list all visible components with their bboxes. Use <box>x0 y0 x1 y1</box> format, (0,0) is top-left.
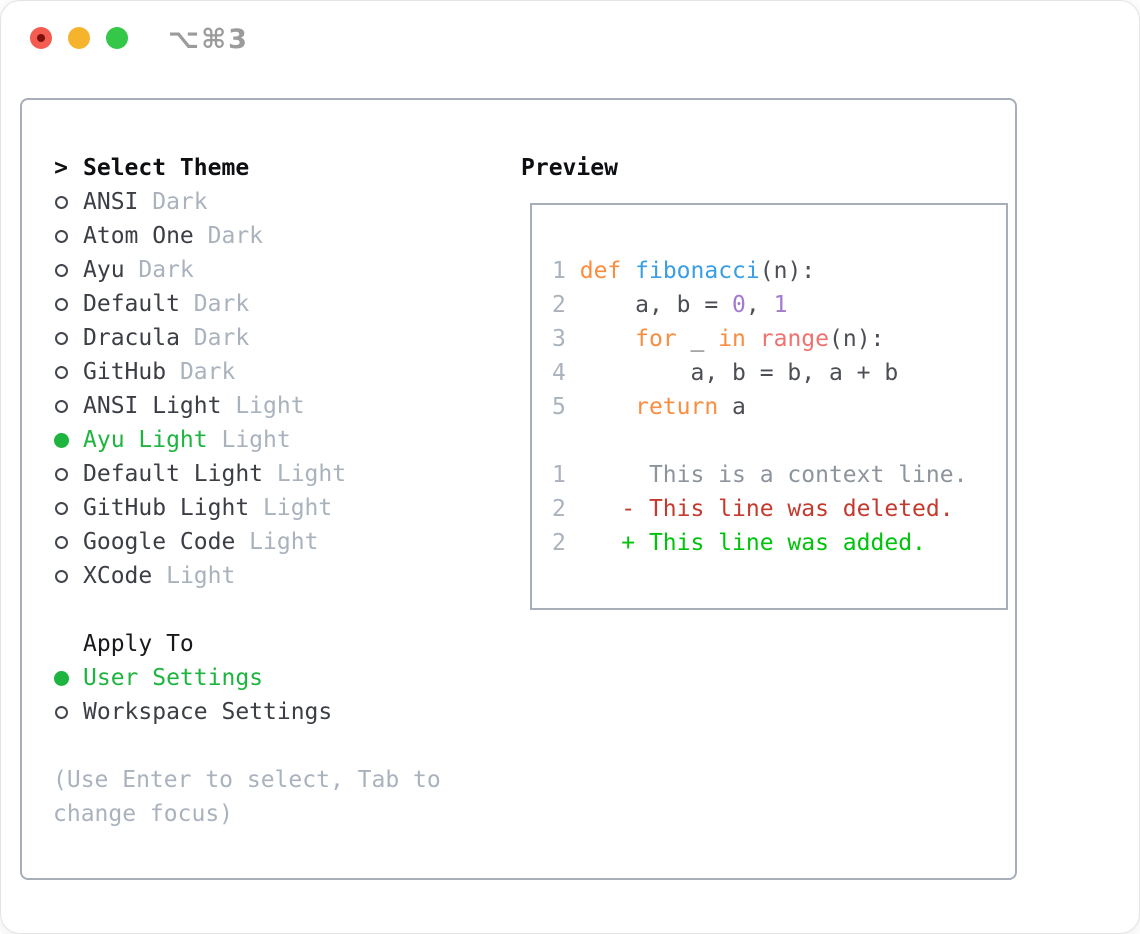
radio-unselected-icon <box>54 195 68 209</box>
minimize-button[interactable] <box>68 27 90 49</box>
code-line: 1 This is a context line. <box>552 462 968 488</box>
window-title-shortcut: ⌥⌘3 <box>168 24 249 55</box>
radio-selected-icon <box>53 432 69 448</box>
radio-unselected-icon <box>54 297 68 311</box>
apply-to-option-label: Workspace Settings <box>83 699 333 725</box>
theme-item-variant: Dark <box>166 359 236 385</box>
code-line: 5 return a <box>552 394 746 420</box>
theme-item[interactable]: Dracula Dark <box>52 321 346 355</box>
code-line: 2 + This line was added. <box>552 530 926 556</box>
preview-header: Preview <box>521 155 618 181</box>
line-number: 2 <box>552 530 566 556</box>
theme-item-variant: Light <box>207 427 291 453</box>
theme-item[interactable]: Default Dark <box>52 287 346 321</box>
theme-item-label: Dracula <box>83 325 180 351</box>
radio-unselected-icon <box>54 263 68 277</box>
theme-list-header: Select Theme <box>83 155 250 181</box>
theme-item[interactable]: XCode Light <box>52 559 346 593</box>
radio-unselected-icon <box>54 229 68 243</box>
theme-item-label: Ayu <box>83 257 125 283</box>
theme-item-variant: Light <box>221 393 305 419</box>
line-number: 3 <box>552 326 566 352</box>
line-number: 2 <box>552 496 566 522</box>
code-line: 2 - This line was deleted. <box>552 496 954 522</box>
theme-item-label: ANSI <box>83 189 139 215</box>
apply-to-option-label: User Settings <box>83 665 264 691</box>
theme-item-variant: Light <box>263 461 347 487</box>
zoom-button[interactable] <box>106 27 128 49</box>
theme-item[interactable]: ANSI Dark <box>52 185 346 219</box>
theme-item-label: GitHub <box>83 359 167 385</box>
line-number: 5 <box>552 394 566 420</box>
theme-item-label: Google Code <box>83 529 236 555</box>
theme-item-label: Default Light <box>83 461 264 487</box>
theme-item-variant: Dark <box>138 189 208 215</box>
code-line <box>552 424 967 458</box>
line-number: 1 <box>552 258 566 284</box>
theme-item[interactable]: GitHub Dark <box>52 355 346 389</box>
code-line: 1 def fibonacci(n): <box>552 258 816 284</box>
radio-unselected-icon <box>54 331 68 345</box>
radio-unselected-icon <box>54 399 68 413</box>
theme-item-label: XCode <box>83 563 153 589</box>
radio-unselected-icon <box>54 467 68 481</box>
code-line: 2 a, b = 0, 1 <box>552 292 788 318</box>
close-button[interactable] <box>30 27 52 49</box>
theme-item-variant: Dark <box>193 223 264 249</box>
theme-item-label: Default <box>83 291 180 317</box>
theme-item[interactable]: Default Light Light <box>52 457 346 491</box>
code-line: 3 for _ in range(n): <box>552 326 885 352</box>
theme-item-label: Ayu Light <box>83 427 208 453</box>
theme-item-variant: Light <box>235 529 319 555</box>
theme-item[interactable]: GitHub Light Light <box>52 491 346 525</box>
theme-item-label: GitHub Light <box>83 495 250 521</box>
theme-item-variant: Dark <box>124 257 194 283</box>
theme-item-variant: Dark <box>179 291 250 317</box>
theme-item[interactable]: Atom One Dark <box>52 219 346 253</box>
radio-unselected-icon <box>54 705 68 719</box>
theme-item-label: ANSI Light <box>83 393 222 419</box>
theme-list-header-row: > Select Theme <box>52 151 249 185</box>
radio-unselected-icon <box>54 365 68 379</box>
line-number: 2 <box>552 292 566 318</box>
line-number: 4 <box>552 360 566 386</box>
radio-unselected-icon <box>54 535 68 549</box>
code-line: 4 a, b = b, a + b <box>552 360 899 386</box>
unsaved-changes-dot-icon <box>37 34 45 42</box>
code-preview: 1 def fibonacci(n): 2 a, b = 0, 1 3 for _ … <box>532 205 967 560</box>
theme-item[interactable]: ANSI Light Light <box>52 389 346 423</box>
radio-unselected-icon <box>54 501 68 515</box>
theme-item[interactable]: Ayu Light Light <box>52 423 346 457</box>
theme-item-label: Atom One <box>83 223 194 249</box>
radio-selected-icon <box>53 670 69 686</box>
theme-item-variant: Light <box>152 563 236 589</box>
hint-text: (Use Enter to select, Tab to change focu… <box>53 767 455 827</box>
theme-item-variant: Dark <box>179 325 250 351</box>
apply-to-header: Apply To <box>83 631 194 657</box>
preview-box: 1 def fibonacci(n): 2 a, b = 0, 1 3 for _ … <box>530 203 1008 610</box>
radio-unselected-icon <box>54 569 68 583</box>
apply-to-option[interactable]: User Settings <box>52 661 332 695</box>
theme-item[interactable]: Ayu Dark <box>52 253 346 287</box>
cursor-chevron-icon: > <box>54 155 68 181</box>
theme-item[interactable]: Google Code Light <box>52 525 346 559</box>
line-number: 1 <box>552 462 566 488</box>
theme-item-variant: Light <box>249 495 333 521</box>
apply-to-option[interactable]: Workspace Settings <box>52 695 332 729</box>
